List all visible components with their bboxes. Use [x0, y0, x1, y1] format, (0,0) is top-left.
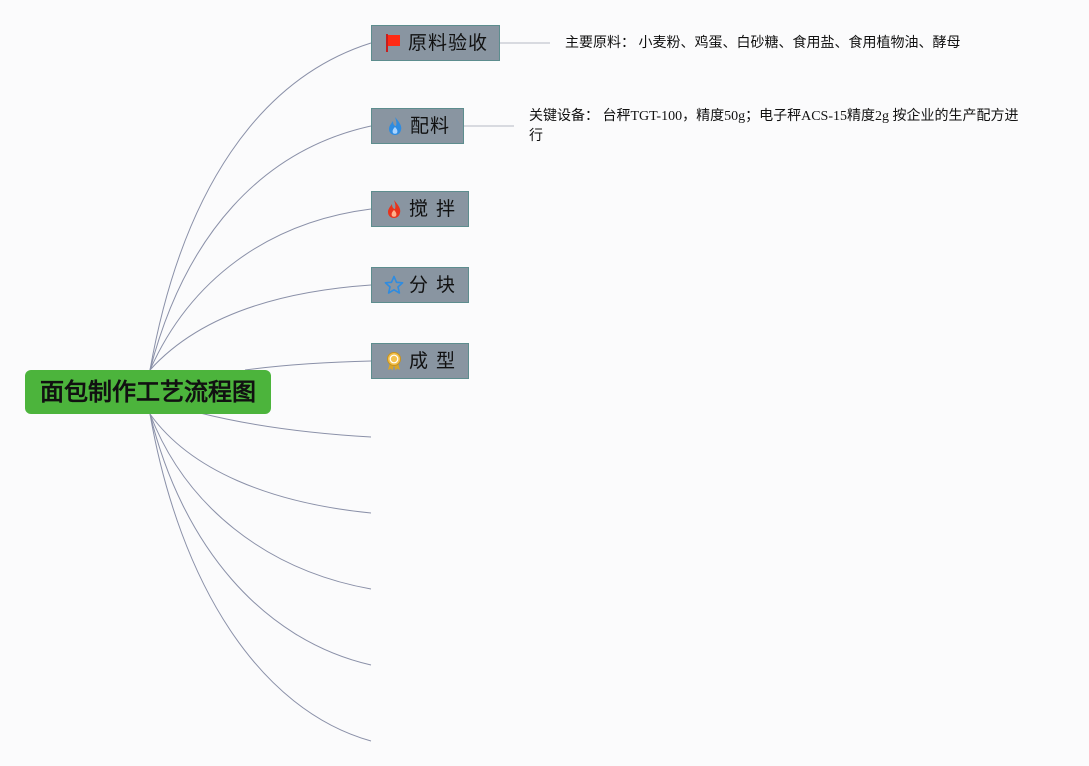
branch-connector-6 — [199, 412, 372, 438]
branch-connector-7 — [149, 413, 372, 514]
step-label: 分 块 — [408, 274, 457, 296]
root-topic[interactable]: 面包制作工艺流程图 — [25, 370, 271, 414]
branch-connector-1 — [149, 42, 372, 371]
step-dividing[interactable]: 分 块 — [371, 267, 469, 303]
star-outline-icon — [384, 275, 404, 295]
step-shaping[interactable]: 成 型 — [371, 343, 469, 379]
branch-connector-2 — [149, 125, 372, 371]
red-flame-icon — [384, 199, 404, 219]
step-label: 原料验收 — [407, 32, 488, 54]
step-label: 配料 — [409, 115, 450, 137]
step-label: 成 型 — [408, 350, 457, 372]
award-ribbon-icon — [384, 351, 404, 371]
step-mixing[interactable]: 搅 拌 — [371, 191, 469, 227]
branch-connector-3 — [149, 208, 372, 371]
branch-connector-4 — [149, 284, 372, 371]
branch-connector-5 — [244, 360, 372, 371]
branch-connector-8 — [149, 413, 372, 590]
red-flag-icon — [383, 33, 403, 53]
branch-connector-10 — [149, 413, 372, 742]
step-ingredients[interactable]: 配料 — [371, 108, 464, 144]
root-title: 面包制作工艺流程图 — [40, 378, 256, 406]
step-raw-material-inspection[interactable]: 原料验收 — [371, 25, 500, 61]
blue-flame-icon — [385, 116, 405, 136]
branch-connector-9 — [149, 413, 372, 666]
step-label: 搅 拌 — [408, 198, 457, 220]
note-key-equipment: 关键设备： 台秤TGT-100，精度50g；电子秤ACS-15精度2g 按企业的… — [529, 109, 1019, 144]
note-raw-materials: 主要原料： 小麦粉、鸡蛋、白砂糖、食用盐、食用植物油、酵母 — [565, 36, 961, 51]
